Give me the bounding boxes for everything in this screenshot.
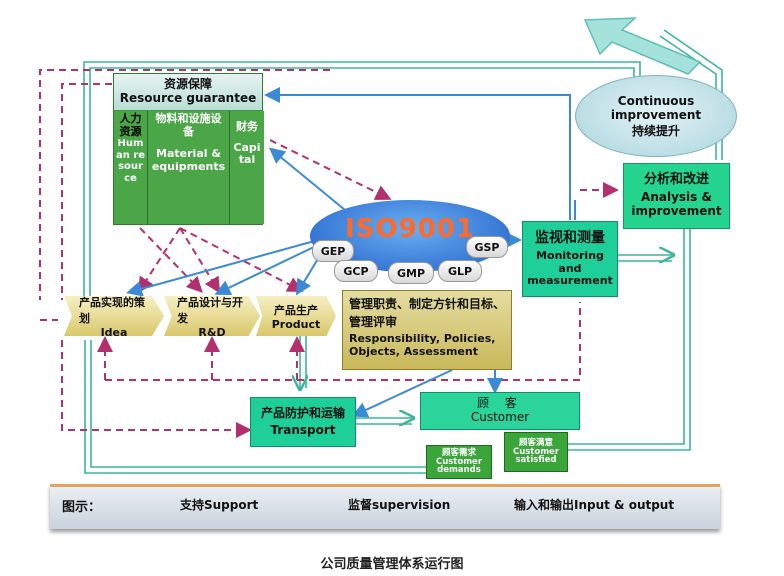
material-en: Material & equipments: [151, 147, 226, 173]
product-step: 产品生产 Product: [256, 296, 336, 336]
legend-io: 输入和输出Input & output: [514, 498, 675, 512]
human-resource-column: 人力资源 Human resource: [114, 111, 148, 224]
resource-title-en: Resource guarantee: [119, 91, 257, 105]
pill-gcp: GCP: [334, 260, 378, 282]
continuous-arrowhead: [583, 17, 702, 75]
transport-en: Transport: [270, 422, 336, 437]
management-en: Responsibility, Policies, Objects, Asses…: [349, 332, 496, 358]
capital-column: 财务 Capital: [230, 111, 264, 224]
iso9001-title: ISO9001: [345, 214, 475, 244]
pill-gep: GEP: [312, 240, 354, 262]
transport-box: 产品防护和运输 Transport: [250, 397, 356, 447]
continuous-en: Continuous improvement: [610, 93, 702, 122]
finance-zh: 财务: [236, 120, 258, 133]
idea-zh: 产品实现的策划: [79, 295, 145, 325]
hr-en: Human resource: [115, 138, 146, 184]
management-zh: 管理职责、制定方针和目标、管理评审: [349, 297, 506, 329]
customer-en: Customer: [470, 410, 530, 424]
material-column: 物料和设施设备 Material & equipments: [148, 111, 230, 224]
pill-glp: GLP: [438, 260, 482, 282]
product-zh: 产品生产: [274, 303, 318, 317]
finance-en: Capital: [233, 140, 261, 167]
hr-zh: 人力资源: [119, 112, 142, 138]
idea-step: 产品实现的策划 Idea: [64, 296, 164, 336]
monitoring-zh: 监视和测量: [535, 229, 605, 246]
rd-step: 产品设计与开发 R&D: [164, 296, 260, 336]
diagram-caption: 公司质量管理体系运行图: [320, 557, 464, 572]
product-en: Product: [271, 317, 321, 331]
analysis-zh: 分析和改进: [643, 172, 709, 188]
monitoring-box: 监视和测量 Monitoring and measurement: [522, 221, 618, 297]
idea-en: Idea: [100, 325, 128, 339]
legend-support: 支持Support: [180, 498, 259, 512]
legend-supervision: 监督supervision: [348, 498, 451, 512]
supervision-arrows: [126, 87, 576, 418]
resource-guarantee-header: 资源保障 Resource guarantee: [114, 74, 262, 110]
demands-zh: 顾客需求: [441, 447, 476, 458]
customer-zh: 顾 客: [477, 396, 523, 411]
rd-zh: 产品设计与开发: [177, 295, 243, 325]
management-box: 管理职责、制定方针和目标、管理评审 Responsibility, Polici…: [342, 290, 512, 370]
monitoring-en: Monitoring and measurement: [527, 249, 613, 288]
continuous-improvement-ellipse: Continuous improvement 持续提升: [575, 75, 737, 157]
legend-bar: [50, 484, 720, 529]
transport-zh: 产品防护和运输: [260, 405, 345, 420]
rd-en: R&D: [198, 325, 226, 339]
customer-box: 顾 客 Customer: [420, 392, 580, 430]
pill-gsp: GSP: [466, 236, 508, 258]
demands-en: Customer demands: [435, 456, 483, 476]
legend-title: 图示：: [62, 500, 102, 515]
material-zh: 物料和设施设备: [155, 112, 222, 138]
customer-satisfied-box: 顾客满意 Customer satisfied: [504, 432, 568, 472]
satisfied-zh: 顾客满意: [518, 437, 553, 448]
analysis-en: Analysis & improvement: [631, 190, 722, 218]
satisfied-en: Customer satisfied: [512, 446, 560, 466]
support-arrows: [39, 69, 619, 438]
customer-demands-box: 顾客需求 Customer demands: [426, 445, 492, 479]
pill-gmp: GMP: [388, 262, 434, 284]
analysis-box: 分析和改进 Analysis & improvement: [623, 163, 730, 229]
continuous-zh: 持续提升: [631, 123, 680, 138]
resource-title-zh: 资源保障: [163, 77, 212, 92]
resource-guarantee-box: 资源保障 Resource guarantee 人力资源 Human resou…: [113, 73, 264, 225]
